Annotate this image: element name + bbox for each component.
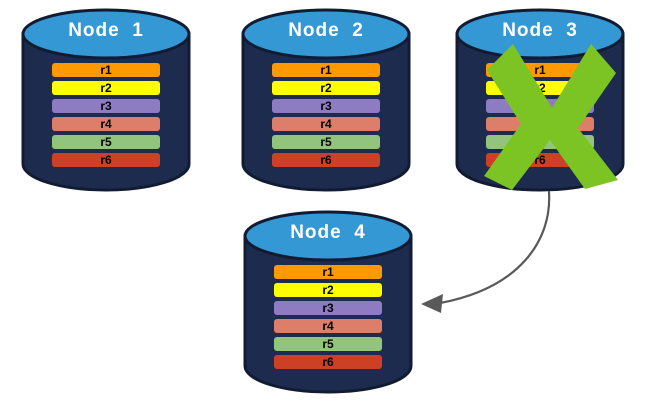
data-row-r6: r6: [52, 153, 160, 167]
data-row-r6: r6: [486, 153, 594, 167]
recovery-arrow: [421, 190, 551, 313]
data-row-r2: r2: [52, 81, 160, 95]
data-row-r3: r3: [272, 99, 380, 113]
data-row-r5: r5: [274, 337, 382, 351]
row-stack-node3: r1 r2 r3 r4 r5 r6: [486, 63, 594, 167]
data-row-r1: r1: [486, 63, 594, 77]
data-row-r2: r2: [272, 81, 380, 95]
row-stack-node2: r1 r2 r3 r4 r5 r6: [272, 63, 380, 167]
row-stack-node1: r1 r2 r3 r4 r5 r6: [52, 63, 160, 167]
data-row-r3: r3: [486, 99, 594, 113]
row-stack-node4: r1 r2 r3 r4 r5 r6: [274, 265, 382, 369]
data-row-r2: r2: [486, 81, 594, 95]
data-row-r6: r6: [272, 153, 380, 167]
data-row-r5: r5: [486, 135, 594, 149]
data-row-r1: r1: [52, 63, 160, 77]
data-row-r4: r4: [274, 319, 382, 333]
data-row-r5: r5: [272, 135, 380, 149]
data-row-r3: r3: [52, 99, 160, 113]
data-row-r4: r4: [272, 117, 380, 131]
data-row-r4: r4: [486, 117, 594, 131]
data-row-r4: r4: [52, 117, 160, 131]
data-row-r2: r2: [274, 283, 382, 297]
data-row-r6: r6: [274, 355, 382, 369]
data-row-r1: r1: [274, 265, 382, 279]
data-row-r1: r1: [272, 63, 380, 77]
data-row-r3: r3: [274, 301, 382, 315]
data-row-r5: r5: [52, 135, 160, 149]
